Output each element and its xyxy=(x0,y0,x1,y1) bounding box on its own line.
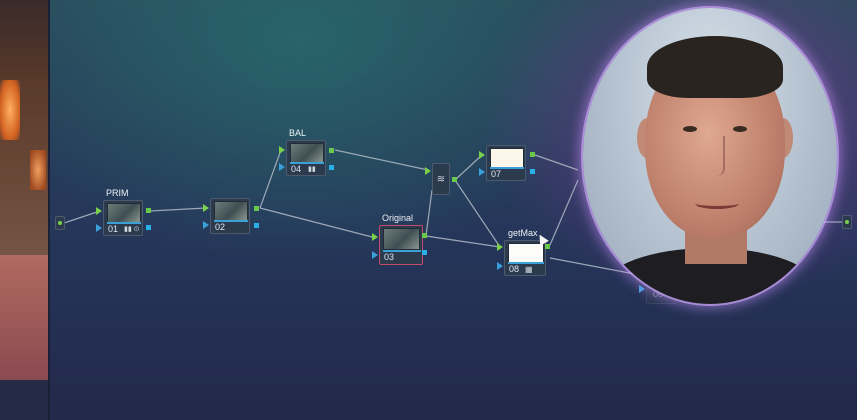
link-03-mixer1 xyxy=(425,189,433,237)
link-mixer1-08 xyxy=(454,179,501,248)
rgb-output-port[interactable] xyxy=(146,208,151,213)
node-08[interactable]: 08 ▦ xyxy=(504,240,546,276)
output-node[interactable] xyxy=(842,215,852,229)
link-input-01 xyxy=(63,210,101,224)
key-output-port[interactable] xyxy=(329,165,334,170)
link-08-mixer2 xyxy=(549,179,579,246)
rgb-input-port[interactable] xyxy=(479,151,485,159)
node-thumbnail xyxy=(508,243,544,263)
node-label-bal: BAL xyxy=(289,128,307,138)
node-label-prim: PRIM xyxy=(106,188,129,198)
key-output-port[interactable] xyxy=(146,225,151,230)
link-03-08 xyxy=(425,235,501,248)
key-output-port[interactable] xyxy=(422,250,427,255)
node-label-original: Original xyxy=(382,213,414,223)
rgb-output-port[interactable] xyxy=(254,206,259,211)
rgb-input-port[interactable] xyxy=(497,243,503,251)
node-07[interactable]: 07 xyxy=(486,145,526,181)
rgb-output-port[interactable] xyxy=(530,152,535,157)
key-input-port[interactable] xyxy=(279,163,285,171)
rgb-input-port[interactable] xyxy=(372,233,378,241)
rgb-input-port[interactable] xyxy=(279,146,285,154)
node-01[interactable]: 01 ▮▮ ⊙ xyxy=(103,200,143,236)
node-number: 03 xyxy=(384,252,395,262)
link-07-mixer2 xyxy=(534,154,579,171)
node-number: 02 xyxy=(215,222,226,232)
node-02[interactable]: 02 xyxy=(210,198,250,234)
key-output-port[interactable] xyxy=(254,223,259,228)
rgb-input-port[interactable] xyxy=(96,207,102,215)
node-number: 08 xyxy=(509,264,520,274)
node-04[interactable]: 04 ▮▮ xyxy=(286,140,326,176)
mixer-input-port[interactable] xyxy=(425,167,431,175)
link-02-04 xyxy=(259,149,282,209)
presenter-webcam-overlay xyxy=(583,8,837,304)
floor-image xyxy=(0,255,48,380)
node-label-getmax: getMax xyxy=(508,228,538,238)
node-badges: ▮▮ ⊙ xyxy=(124,226,140,233)
node-number: 04 xyxy=(291,164,302,174)
node-number: 01 xyxy=(108,224,119,234)
link-02-03 xyxy=(259,207,377,239)
node-thumbnail xyxy=(383,228,420,250)
node-thumbnail xyxy=(290,143,324,163)
node-thumbnail xyxy=(214,201,248,221)
key-input-port[interactable] xyxy=(203,221,209,229)
input-source-node[interactable] xyxy=(55,216,65,230)
key-input-port[interactable] xyxy=(372,251,378,259)
node-badges: ▦ xyxy=(525,265,533,274)
key-input-port[interactable] xyxy=(497,262,503,270)
node-number: 07 xyxy=(491,169,502,179)
viewer-preview xyxy=(0,0,48,420)
rgb-output-port[interactable] xyxy=(329,148,334,153)
panel-divider[interactable] xyxy=(48,0,50,420)
node-03[interactable]: 03 xyxy=(379,225,423,265)
node-thumbnail xyxy=(107,203,141,223)
key-input-port[interactable] xyxy=(479,168,485,176)
layer-mixer-node[interactable]: ≋ xyxy=(432,163,450,195)
link-mixer1-07 xyxy=(454,154,483,181)
mixer-output-port[interactable] xyxy=(452,177,457,182)
node-badges: ▮▮ xyxy=(308,166,316,173)
rgb-output-port[interactable] xyxy=(545,244,550,249)
rgb-input-port[interactable] xyxy=(203,204,209,212)
key-input-port[interactable] xyxy=(96,224,102,232)
link-04-mixer1 xyxy=(334,149,429,171)
rgb-output-port[interactable] xyxy=(422,233,427,238)
key-output-port[interactable] xyxy=(530,169,535,174)
lamp-image xyxy=(0,80,20,140)
node-thumbnail xyxy=(490,148,524,168)
lamp-image-2 xyxy=(30,150,46,190)
link-01-02 xyxy=(149,207,207,212)
